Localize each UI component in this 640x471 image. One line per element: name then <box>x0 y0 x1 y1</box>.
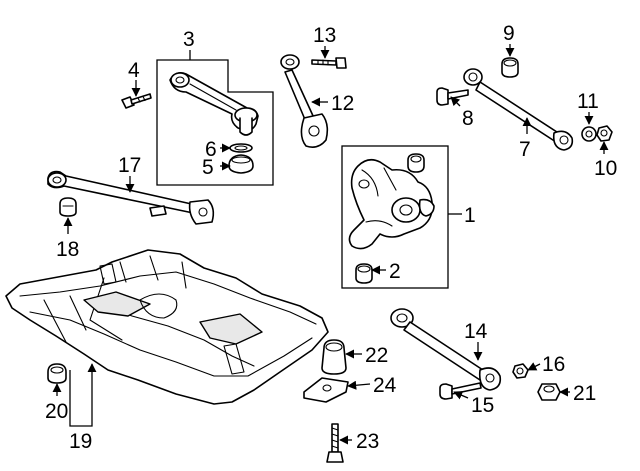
callout-22: 22 <box>365 344 388 367</box>
callout-2: 2 <box>389 260 401 283</box>
callout-24: 24 <box>373 374 397 397</box>
bushing-2 <box>355 263 373 284</box>
ball-joint-boot <box>228 154 254 174</box>
bolt-23 <box>326 423 344 463</box>
callout-14: 14 <box>464 320 488 343</box>
callout-9: 9 <box>503 22 515 45</box>
callout-18: 18 <box>56 238 79 261</box>
washer-11 <box>581 126 597 142</box>
leader-lines <box>52 44 609 445</box>
callout-12: 12 <box>331 92 354 115</box>
bolt-13 <box>311 57 347 69</box>
callout-5: 5 <box>202 156 214 179</box>
callout-20: 20 <box>45 400 68 423</box>
lateral-link <box>280 54 329 148</box>
bolt-8 <box>436 87 469 106</box>
trailing-arm <box>463 68 574 151</box>
nut-10 <box>596 125 613 142</box>
knuckle <box>348 153 435 250</box>
callout-7: 7 <box>519 138 531 161</box>
callout-11: 11 <box>577 90 599 113</box>
callout-23: 23 <box>356 430 379 453</box>
callout-10: 10 <box>594 157 617 180</box>
bushing-20 <box>47 363 67 384</box>
callout-15: 15 <box>471 394 494 417</box>
callout-1: 1 <box>464 204 476 227</box>
upper-arm-group-frame <box>156 59 274 186</box>
upper-control-arm <box>169 72 259 136</box>
callout-8: 8 <box>462 107 474 130</box>
subframe <box>5 249 329 405</box>
callout-4: 4 <box>128 59 140 82</box>
callout-17: 17 <box>118 154 141 177</box>
nut-9 <box>501 57 519 78</box>
nut-21 <box>537 383 561 401</box>
nut-16 <box>512 363 529 379</box>
callout-19: 19 <box>69 430 92 453</box>
callout-21: 21 <box>573 382 596 405</box>
bushing-22 <box>321 339 347 375</box>
callout-3: 3 <box>183 28 195 51</box>
callout-labels: 1 2 3 4 5 6 7 8 9 10 11 12 13 14 15 16 1… <box>45 22 617 453</box>
bolt-18 <box>59 197 77 217</box>
callout-6: 6 <box>205 138 217 161</box>
callout-16: 16 <box>542 353 565 376</box>
lower-control-arm <box>390 308 502 391</box>
bracket-24 <box>303 377 349 403</box>
bolt-4 <box>121 93 152 109</box>
ball-joint-ring <box>229 143 253 153</box>
knuckle-group-frame <box>341 145 449 289</box>
stabilizer-link <box>47 170 215 225</box>
callout-13: 13 <box>313 24 336 47</box>
